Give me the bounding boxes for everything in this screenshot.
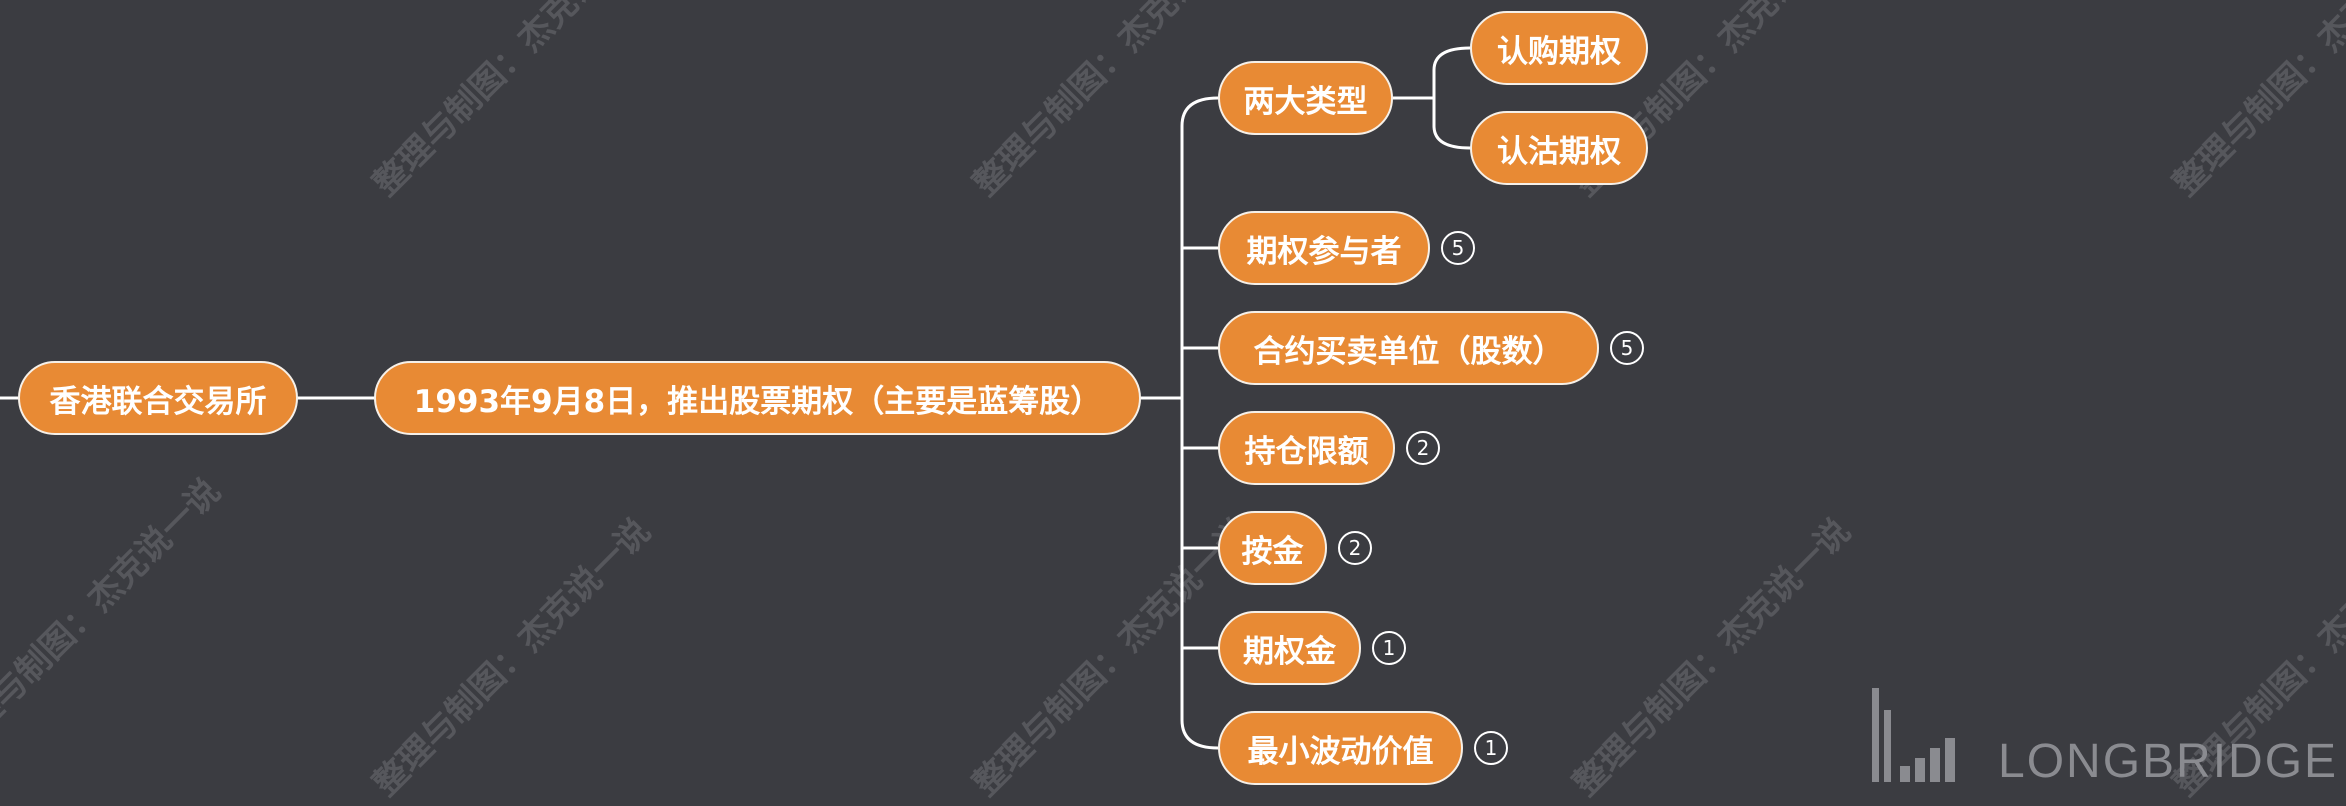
branch-node-premium[interactable]: 期权金 <box>1218 611 1361 685</box>
connector-trunk <box>1180 96 1220 750</box>
root-node[interactable]: 香港联合交易所 <box>18 361 298 435</box>
branch-node-participants[interactable]: 期权参与者 <box>1218 211 1430 285</box>
main-node[interactable]: 1993年9月8日，推出股票期权（主要是蓝筹股） <box>374 361 1141 435</box>
count-badge: 5 <box>1610 331 1644 365</box>
branch-node-margin[interactable]: 按金 <box>1218 511 1327 585</box>
logo-text: LONGBRIDGE <box>1998 735 2339 788</box>
count-badge: 1 <box>1474 731 1508 765</box>
logo-bars-icon <box>1872 688 1955 782</box>
branch-node-tick-size[interactable]: 最小波动价值 <box>1218 711 1463 785</box>
count-badge: 5 <box>1441 231 1475 265</box>
count-badge: 2 <box>1406 431 1440 465</box>
child-node-put-option[interactable]: 认沽期权 <box>1470 111 1648 185</box>
child-node-call-option[interactable]: 认购期权 <box>1470 11 1648 85</box>
count-badge: 2 <box>1338 531 1372 565</box>
branch-node-contract-unit[interactable]: 合约买卖单位（股数） <box>1218 311 1599 385</box>
branch-node-types[interactable]: 两大类型 <box>1218 61 1393 135</box>
count-badge: 1 <box>1372 631 1406 665</box>
branch-node-position-limit[interactable]: 持仓限额 <box>1218 411 1395 485</box>
connector-type-children <box>1432 46 1472 150</box>
